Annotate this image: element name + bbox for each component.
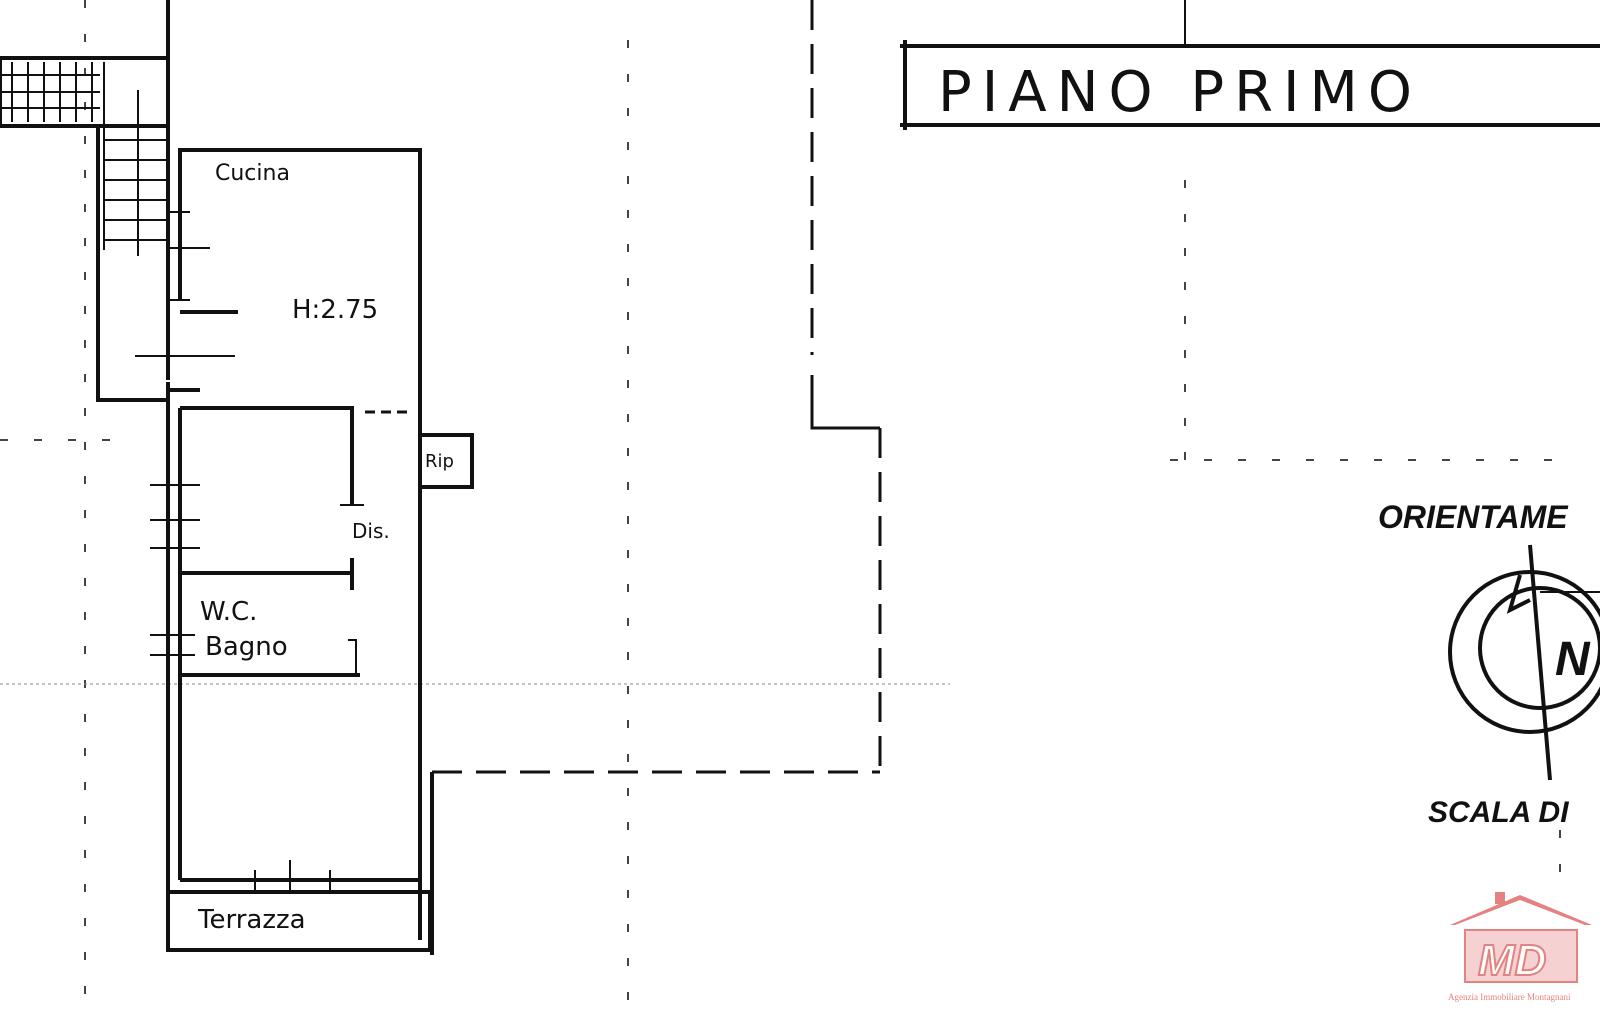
agency-logo: MD Agenzia Immobiliare Montagnani xyxy=(1448,892,1592,1002)
room-label-cucina: Cucina xyxy=(215,161,290,186)
orientation-label: ORIENTAME xyxy=(1378,499,1569,535)
room-height-label: H:2.75 xyxy=(292,295,378,325)
room-label-rip: Rip xyxy=(425,451,454,472)
apartment-walls xyxy=(96,126,474,952)
room-label-bagno: Bagno xyxy=(205,632,288,662)
scale-label: SCALA DI xyxy=(1428,796,1569,829)
logo-initials: MD xyxy=(1478,936,1546,985)
dashed-outline xyxy=(430,0,882,955)
room-label-wc: W.C. xyxy=(200,597,257,627)
room-label-dis: Dis. xyxy=(352,519,390,543)
room-labels: Cucina H:2.75 Rip Dis. W.C. Bagno Terraz… xyxy=(197,161,454,935)
orientation-compass: ORIENTAME N SCALA DI xyxy=(1378,499,1600,829)
guide-lines xyxy=(0,0,1561,1000)
room-label-terrazza: Terrazza xyxy=(197,905,306,935)
logo-subtitle: Agenzia Immobiliare Montagnani xyxy=(1448,992,1571,1002)
staircase xyxy=(0,0,170,380)
title-box: PIANO PRIMO xyxy=(900,0,1600,130)
plan-title: PIANO PRIMO xyxy=(938,60,1422,125)
north-letter: N xyxy=(1555,633,1591,686)
